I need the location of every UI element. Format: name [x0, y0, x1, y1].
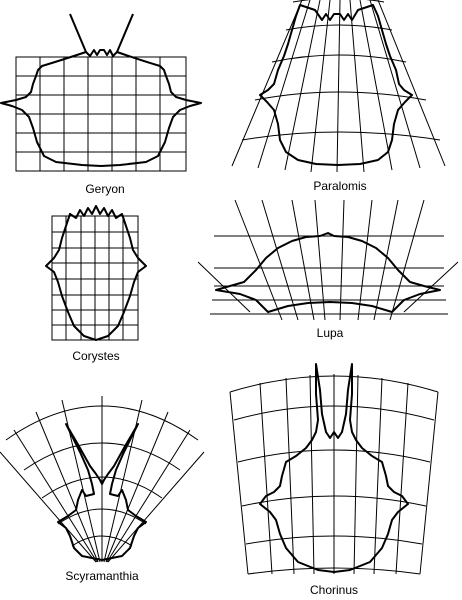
chorinus-grid: [229, 374, 439, 575]
panel-geryon: Geryon: [0, 13, 202, 196]
panel-chorinus: Chorinus: [229, 363, 439, 597]
corystes-grid: [51, 215, 139, 341]
panel-paralomis: Paralomis: [231, 0, 446, 193]
panel-scyramanthia: Scyramanthia: [0, 396, 205, 583]
chorinus-carapace-outline: [259, 363, 409, 573]
paralomis-grid: [231, 0, 446, 173]
geryon-grid: [15, 56, 187, 172]
geryon-carapace-outline: [0, 13, 202, 167]
label-paralomis: Paralomis: [313, 179, 366, 193]
label-corystes: Corystes: [72, 349, 119, 363]
scyramanthia-grid: [0, 396, 205, 563]
label-chorinus: Chorinus: [310, 583, 358, 597]
paralomis-carapace-outline: [259, 4, 413, 166]
label-scyramanthia: Scyramanthia: [65, 569, 139, 583]
label-lupa: Lupa: [317, 326, 344, 340]
panel-lupa: Lupa: [197, 199, 459, 340]
label-geryon: Geryon: [85, 182, 124, 196]
panel-corystes: Corystes: [45, 205, 147, 363]
lupa-carapace-outline: [215, 232, 441, 313]
scyramanthia-carapace-outline: [57, 423, 147, 561]
corystes-carapace-outline: [45, 205, 147, 341]
lupa-grid: [197, 199, 459, 321]
